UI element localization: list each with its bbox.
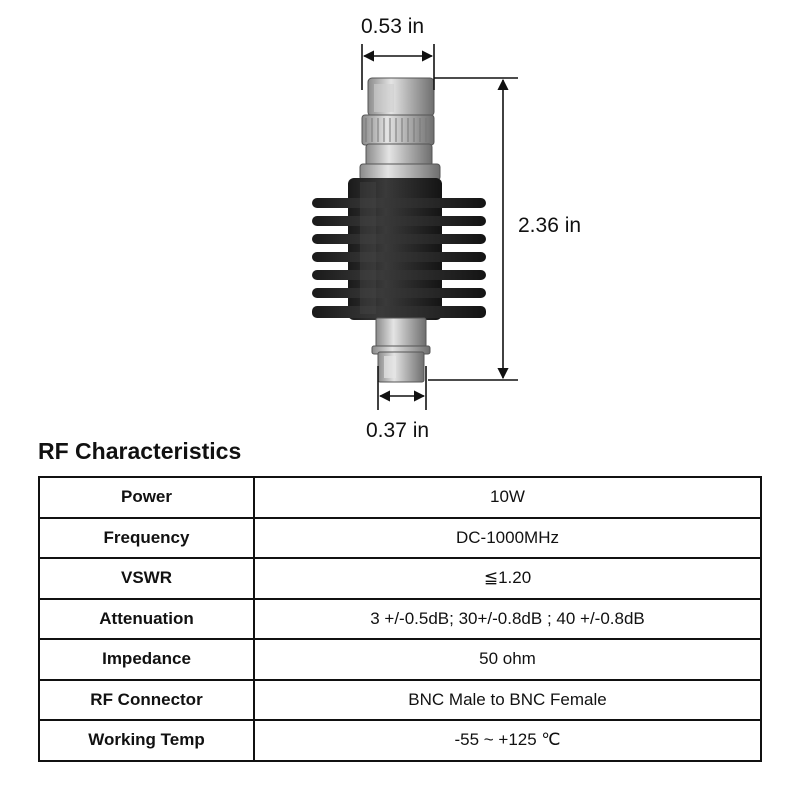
- overall-length-dimension: 2.36 in: [518, 214, 582, 237]
- bottom-width-dimension: 0.37 in: [366, 419, 430, 442]
- rf-characteristics-table: Power 10W Frequency DC-1000MHz VSWR ≦1.2…: [38, 476, 762, 762]
- spec-name: Attenuation: [38, 597, 255, 640]
- section-title: RF Characteristics: [38, 438, 242, 464]
- spec-value: DC-1000MHz: [253, 516, 762, 559]
- spec-value: 10W: [253, 476, 762, 519]
- attenuator-illustration: [312, 77, 486, 383]
- table-row: VSWR ≦1.20: [38, 557, 762, 600]
- spec-value: 50 ohm: [253, 638, 762, 681]
- table-row: Frequency DC-1000MHz: [38, 516, 762, 559]
- table-row: Impedance 50 ohm: [38, 638, 762, 681]
- table-row: Working Temp -55 ~ +125 ℃: [38, 719, 762, 762]
- product-figure: [312, 44, 518, 410]
- table-row: RF Connector BNC Male to BNC Female: [38, 678, 762, 721]
- table-row: Power 10W: [38, 476, 762, 519]
- spec-name: Impedance: [38, 638, 255, 681]
- spec-name: Working Temp: [38, 719, 255, 762]
- spec-value: -55 ~ +125 ℃: [253, 719, 762, 762]
- dimension-lines: [361, 44, 518, 410]
- top-width-dimension: 0.53 in: [361, 15, 425, 38]
- spec-value: ≦1.20: [253, 557, 762, 600]
- spec-value: 3 +/-0.5dB; 30+/-0.8dB ; 40 +/-0.8dB: [253, 597, 762, 640]
- table-row: Attenuation 3 +/-0.5dB; 30+/-0.8dB ; 40 …: [38, 597, 762, 640]
- spec-name: VSWR: [38, 557, 255, 600]
- spec-value: BNC Male to BNC Female: [253, 678, 762, 721]
- spec-name: RF Connector: [38, 678, 255, 721]
- spec-name: Power: [38, 476, 255, 519]
- spec-name: Frequency: [38, 516, 255, 559]
